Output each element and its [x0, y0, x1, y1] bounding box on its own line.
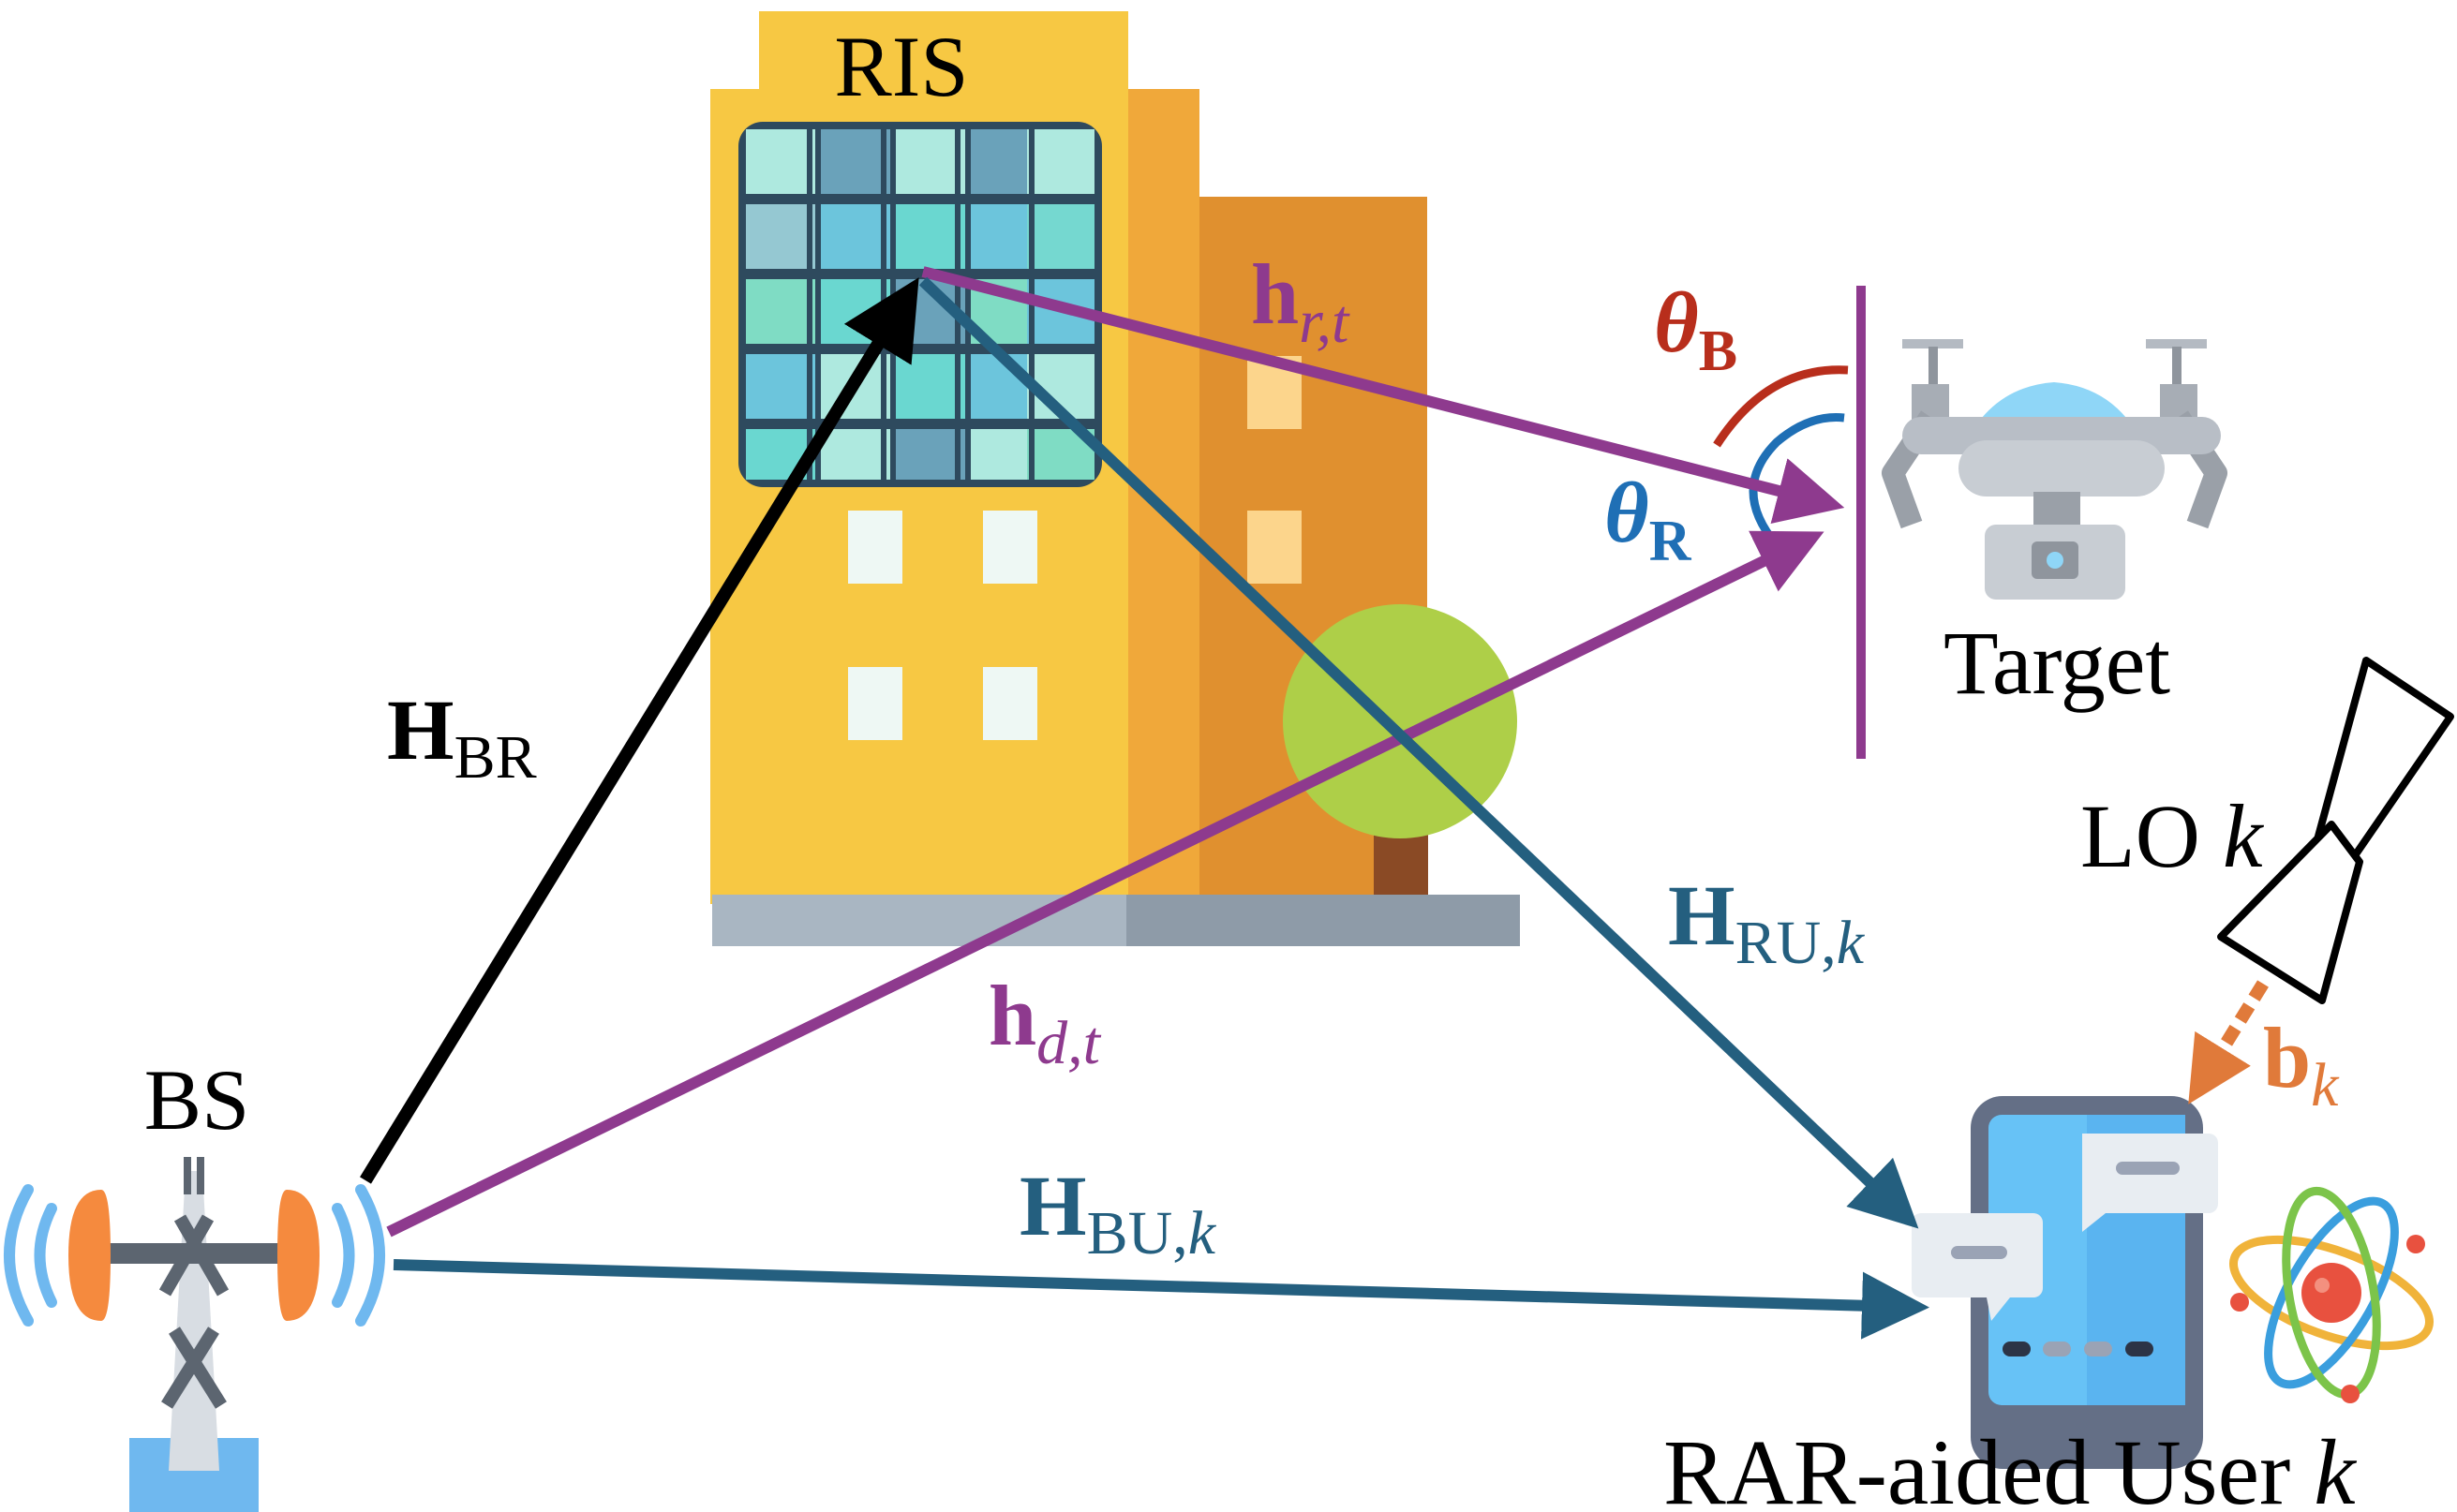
arrow-h-rt — [921, 266, 1845, 524]
lo-label: LO k — [2080, 786, 2265, 886]
h-bu-label: HBU,k — [1020, 1158, 1217, 1267]
arrow-h-dt — [386, 530, 1824, 1238]
arrow-b-k — [2188, 980, 2269, 1104]
smartphone-icon — [1912, 1096, 2218, 1469]
arrow-h-ru — [918, 276, 1919, 1229]
h-ru-label: HRU,k — [1668, 867, 1866, 977]
theta-b-label: θB — [1654, 274, 1737, 383]
bs-label: BS — [144, 1052, 250, 1148]
theta-b-arc — [1713, 365, 1849, 448]
theta-r-arc — [1749, 413, 1845, 548]
ris-label: RIS — [834, 19, 968, 114]
flashlight-icon — [2217, 657, 2454, 1004]
user-label: RAR-aided User k — [1663, 1420, 2357, 1512]
arrow-h-bu — [393, 1259, 1929, 1340]
h-dt-label: hd,t — [989, 968, 1102, 1077]
tree-icon — [1283, 604, 1517, 895]
h-br-label: HBR — [387, 682, 537, 792]
drone-icon — [1882, 339, 2227, 600]
b-k-label: bk — [2263, 1010, 2340, 1119]
base-station-icon — [4, 1157, 385, 1512]
target-label: Target — [1943, 613, 2170, 713]
atom-icon — [2228, 1186, 2435, 1403]
theta-r-label: θR — [1604, 465, 1692, 573]
arrow-h-br — [360, 277, 919, 1184]
h-rt-label: hr,t — [1251, 246, 1350, 356]
